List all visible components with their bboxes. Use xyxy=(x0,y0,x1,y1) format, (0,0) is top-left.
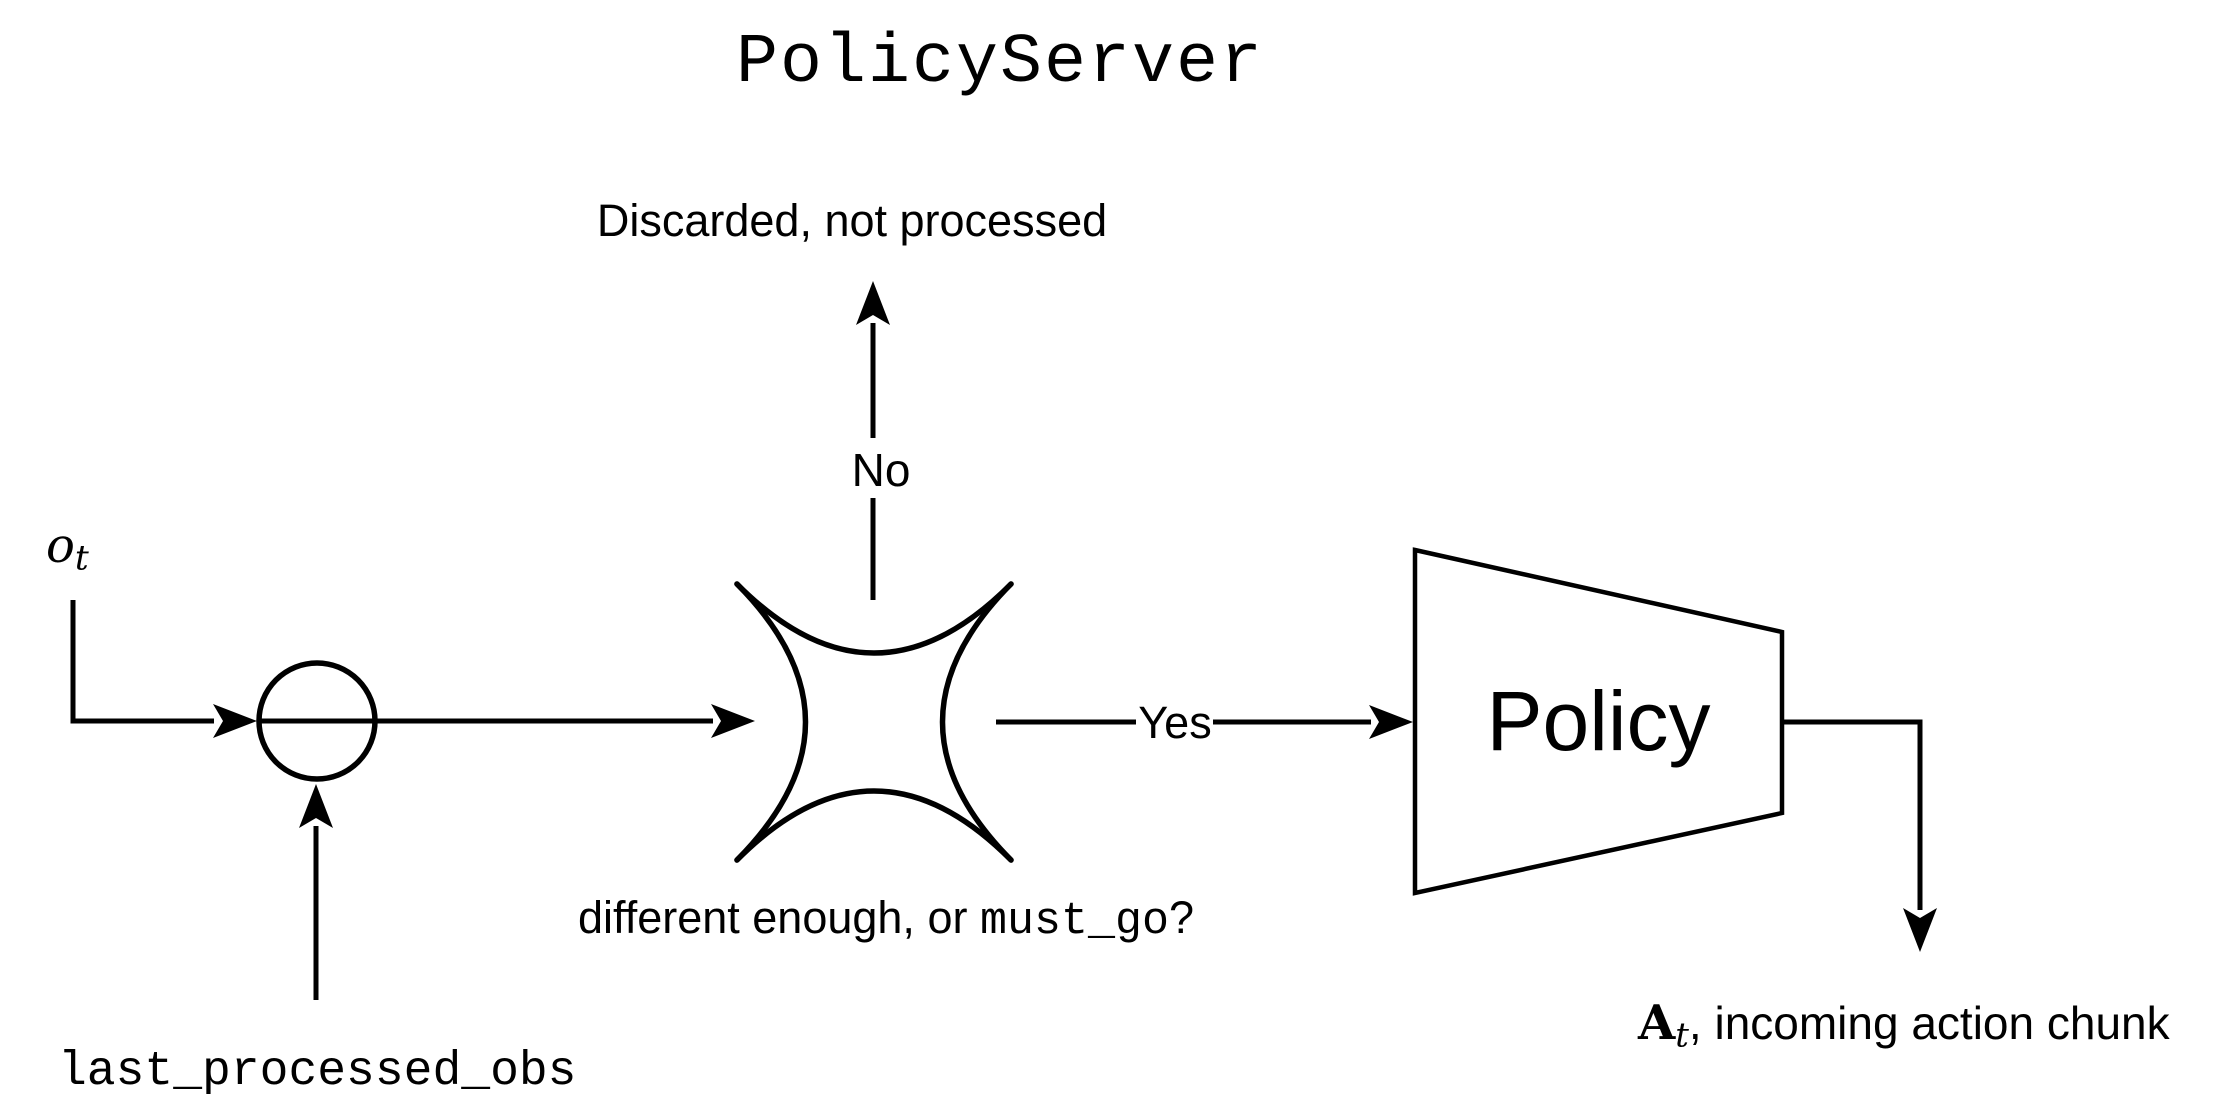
comparator-circle xyxy=(256,660,378,782)
action-symbol-letter: A xyxy=(1638,995,1676,1051)
action-chunk-label: At, incoming action chunk xyxy=(1638,995,2170,1056)
difference-check-star xyxy=(734,581,1014,863)
question-suffix: ? xyxy=(1168,892,1195,943)
observation-symbol-letter: o xyxy=(46,518,75,574)
action-suffix-text: , incoming action chunk xyxy=(1688,997,2170,1049)
arrowhead-into-policy xyxy=(1369,705,1413,739)
policy-output-line xyxy=(1784,719,1923,910)
diagram-title: PolicyServer xyxy=(735,24,1265,103)
observation-symbol: ot xyxy=(46,518,89,580)
arrowhead-action-output xyxy=(1903,908,1937,952)
arrowhead-no-branch xyxy=(856,281,890,325)
yes-label: Yes xyxy=(1138,697,1212,748)
policy-trapezoid xyxy=(1412,547,1785,896)
question-label: different enough, or must_go? xyxy=(386,891,1386,949)
arrowhead-into-decision xyxy=(711,704,755,738)
observation-symbol-subscript: t xyxy=(74,538,89,579)
question-code: must_go xyxy=(979,896,1169,947)
policy-node-label: Policy xyxy=(1486,674,1711,768)
question-prefix: different enough, or xyxy=(577,892,980,943)
observation-input-line xyxy=(70,600,214,724)
arrowhead-into-comparator xyxy=(213,704,257,738)
arrowhead-last-processed-obs xyxy=(299,784,333,828)
action-symbol-subscript: t xyxy=(1675,1015,1689,1056)
discarded-label: Discarded, not processed xyxy=(596,195,1108,246)
last-processed-obs-label: last_processed_obs xyxy=(58,1045,577,1099)
no-label: No xyxy=(851,444,911,496)
